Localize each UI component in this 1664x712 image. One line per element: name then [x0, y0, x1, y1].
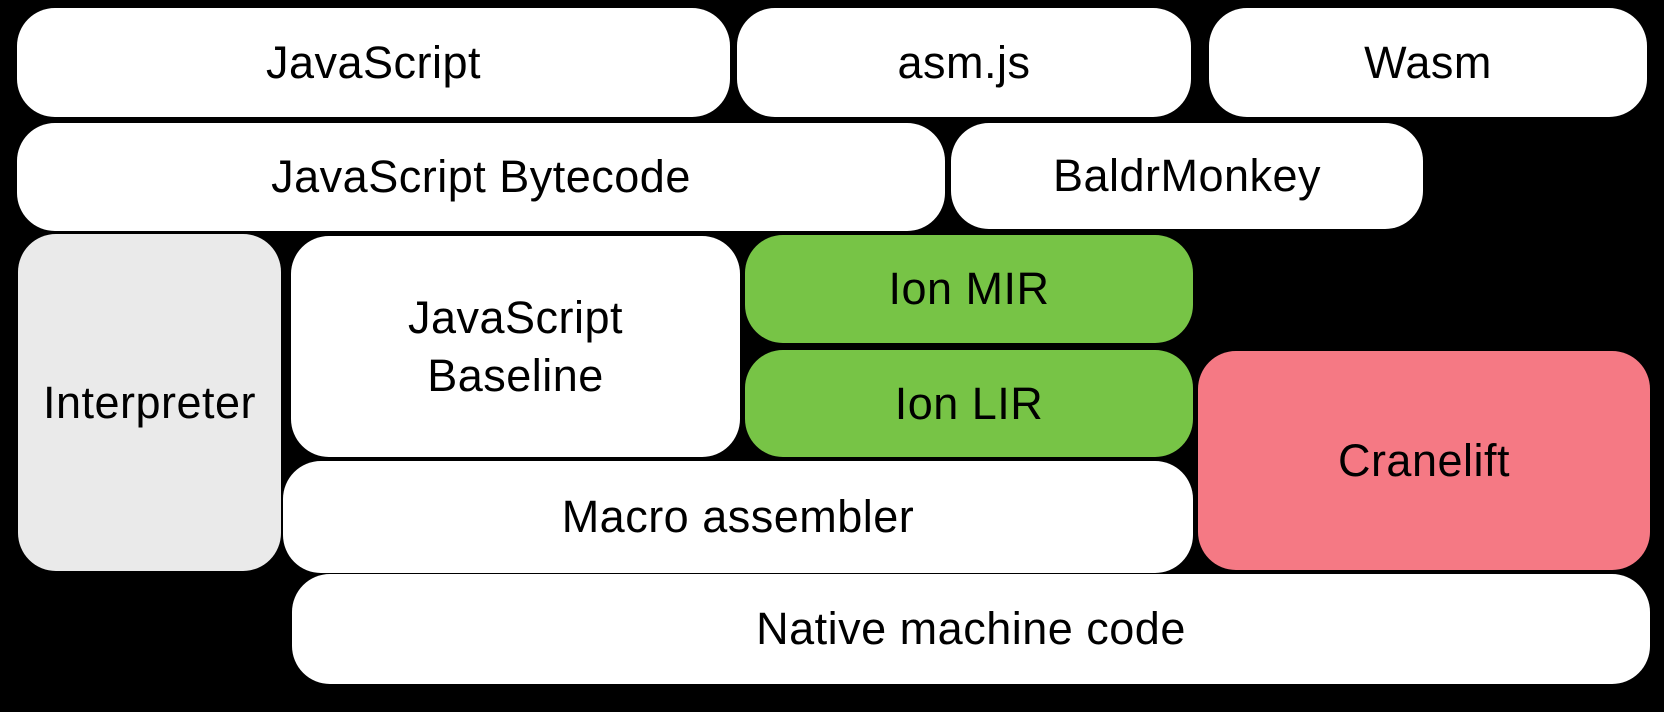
- node-asm-js-label: asm.js: [897, 36, 1031, 88]
- node-ion-mir-label: Ion MIR: [888, 263, 1050, 314]
- node-javascript-label: JavaScript: [265, 36, 482, 88]
- node-interpreter-label: Interpreter: [42, 376, 257, 428]
- node-cranelift-label: Cranelift: [1337, 434, 1511, 486]
- node-native-machine-code: Native machine code: [292, 574, 1650, 684]
- node-javascript: JavaScript: [17, 8, 730, 117]
- node-macro-assembler: Macro assembler: [283, 461, 1193, 573]
- node-javascript-baseline-label: JavaScript Baseline: [407, 291, 624, 401]
- node-interpreter: Interpreter: [18, 234, 281, 571]
- node-wasm: Wasm: [1209, 8, 1647, 117]
- node-wasm-label: Wasm: [1364, 36, 1492, 88]
- node-javascript-bytecode-label: JavaScript Bytecode: [271, 151, 691, 202]
- node-ion-mir: Ion MIR: [745, 235, 1193, 343]
- node-ion-lir: Ion LIR: [745, 350, 1193, 457]
- node-cranelift: Cranelift: [1198, 351, 1650, 570]
- node-native-machine-code-label: Native machine code: [756, 603, 1186, 654]
- node-ion-lir-label: Ion LIR: [894, 377, 1044, 429]
- node-javascript-bytecode: JavaScript Bytecode: [17, 123, 945, 231]
- node-macro-assembler-label: Macro assembler: [561, 491, 915, 542]
- node-baldrmonkey: BaldrMonkey: [951, 123, 1423, 229]
- node-asm-js: asm.js: [737, 8, 1191, 117]
- node-baldrmonkey-label: BaldrMonkey: [1052, 150, 1322, 201]
- node-javascript-baseline: JavaScript Baseline: [291, 236, 740, 457]
